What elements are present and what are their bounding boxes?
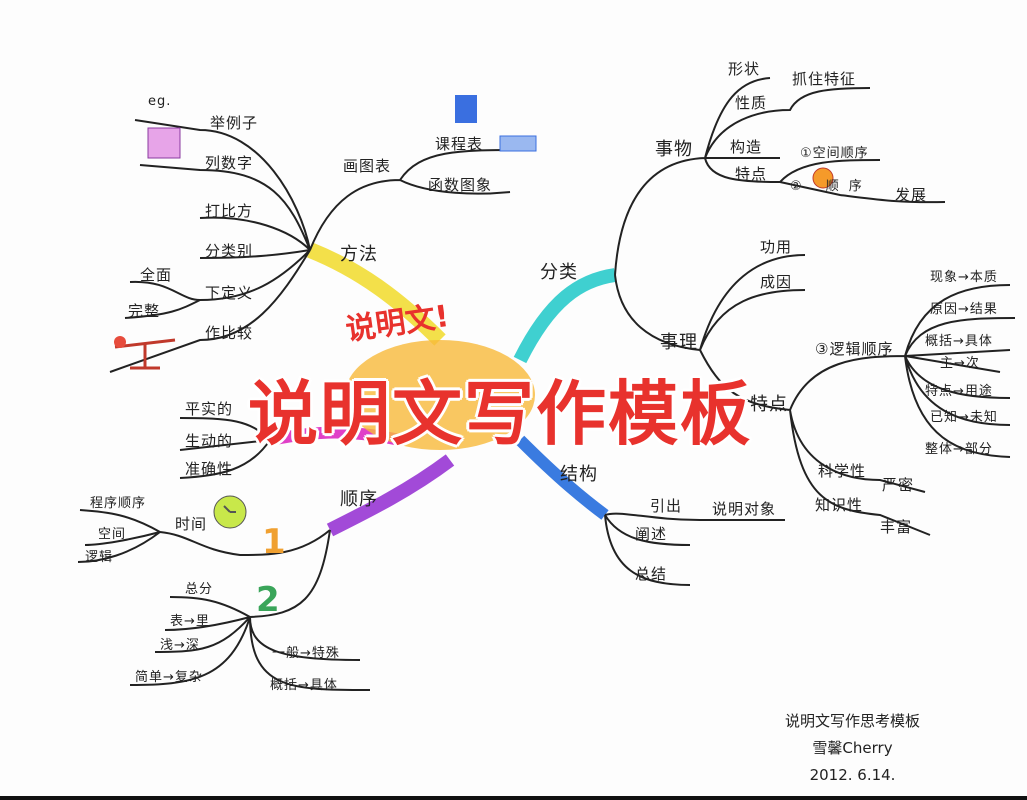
structure-item: 阐述	[635, 525, 668, 543]
method-item: 作比较	[205, 324, 254, 342]
page-title: 说明文写作模板	[248, 373, 752, 455]
logic-label: ③逻辑顺序	[815, 340, 894, 358]
structure-label: 结构	[560, 464, 598, 485]
structure-item: 引出	[650, 497, 683, 515]
thing-item: 抓住特征	[792, 70, 857, 88]
balance-scale-icon	[114, 336, 176, 370]
features-item: 丰富	[880, 518, 913, 536]
order-item: 浅→深	[160, 638, 200, 653]
logic-item: 概括→具体	[925, 334, 993, 349]
logic-item: 原因→结果	[930, 302, 998, 317]
method-branch	[307, 242, 446, 346]
time-item: 空间	[98, 527, 127, 542]
structure-lines	[604, 512, 785, 586]
thing-item: 特点	[735, 165, 768, 183]
alarm-clock-icon-small	[812, 167, 834, 189]
signature-author: 雪馨Cherry	[812, 739, 893, 757]
structure-item: 说明对象	[712, 500, 777, 518]
cat-illustration	[345, 340, 535, 450]
schedule-icon	[455, 95, 537, 152]
language-lines	[179, 417, 271, 479]
logic-item: 主→次	[940, 356, 980, 371]
method-item: 下定义	[205, 284, 254, 302]
chart-label: 画图表	[343, 157, 392, 175]
structure-branch	[515, 435, 609, 520]
reason-item: 成因	[760, 273, 793, 291]
signature: 说明文写作思考模板 雪馨Cherry 2012. 6.14.	[785, 708, 920, 789]
order-number-2: 2	[256, 580, 280, 620]
thing-item: 发展	[895, 186, 928, 204]
order-item: 简单→复杂	[135, 670, 203, 685]
structure-item: 总结	[635, 565, 668, 583]
define-sub: 全面	[140, 266, 173, 284]
chart-item: 课程表	[435, 135, 484, 153]
thing-item: 形状	[728, 60, 761, 78]
signature-title: 说明文写作思考模板	[785, 712, 921, 730]
order-item: 总分	[185, 582, 214, 597]
logic-item: 现象→本质	[930, 270, 998, 285]
logic-item: 整体→部分	[925, 442, 993, 457]
reason-item: 功用	[760, 238, 793, 256]
alarm-clock-icon	[213, 495, 247, 529]
time-label: 时间	[175, 515, 208, 533]
thing-item: ①空间顺序	[800, 146, 869, 161]
order-item: 表→里	[170, 614, 210, 629]
features-item: 知识性	[815, 496, 864, 514]
time-item: 程序顺序	[90, 496, 147, 511]
classify-branch	[513, 268, 617, 364]
order-label: 顺序	[340, 489, 378, 510]
logic-item: 特点→用途	[925, 384, 993, 399]
language-item: 生动的	[185, 432, 234, 450]
thing-item: 构造	[730, 138, 763, 156]
order-item: 一般→特殊	[272, 646, 340, 661]
classify-lines	[614, 77, 1016, 536]
method-item: 打比方	[205, 202, 254, 220]
features-item: 严密	[882, 476, 915, 494]
method-item: 分类别	[205, 242, 254, 260]
logic-item: 已知→未知	[930, 410, 998, 425]
method-lines	[109, 119, 521, 373]
thing-item: ② 顺序	[790, 179, 872, 194]
define-sub: 完整	[128, 302, 161, 320]
method-label: 方法	[340, 244, 378, 265]
numbers-icon	[147, 127, 181, 159]
language-item: 平实的	[185, 400, 234, 418]
order-branch	[326, 454, 455, 537]
reason-label: 事理	[660, 332, 698, 353]
method-item: 列数字	[205, 154, 254, 172]
thing-label: 事物	[655, 139, 693, 160]
signature-date: 2012. 6.14.	[809, 766, 896, 784]
features-item: 科学性	[818, 462, 867, 480]
bottom-border	[0, 796, 1027, 800]
time-item: 逻辑	[85, 550, 114, 565]
eg-label: eg.	[148, 94, 172, 109]
thing-item: 性质	[735, 94, 768, 112]
features-label: 特点	[750, 394, 788, 415]
order-lines	[77, 509, 371, 691]
order-item: 概括→具体	[270, 678, 338, 693]
language-item: 准确性	[185, 460, 234, 478]
method-item: 举例子	[210, 114, 259, 132]
classify-label: 分类	[540, 262, 578, 283]
order-number-1: 1	[262, 522, 286, 562]
chart-item: 函数图象	[428, 176, 493, 194]
